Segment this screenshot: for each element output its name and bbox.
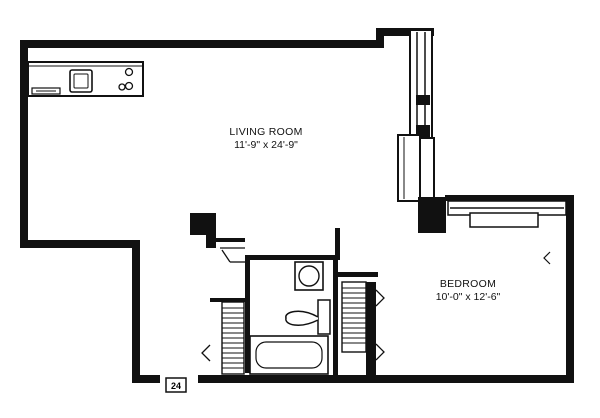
structural-column (418, 197, 446, 233)
washer-fixture (294, 261, 324, 291)
living-room-dimensions: 11'-9" x 24'-9" (234, 139, 298, 151)
bathtub-fixture (249, 335, 329, 375)
bedroom-label: BEDROOM (440, 278, 496, 290)
heater-enclosure (397, 134, 435, 202)
interior-walls (190, 213, 378, 375)
hall-door (220, 247, 245, 263)
right-closet (341, 281, 385, 376)
unit-number-tag: 24 (165, 377, 187, 393)
toilet-fixture (285, 299, 331, 335)
bedroom-window (447, 200, 567, 228)
bedroom-dimensions: 10'-0" x 12'-6" (436, 291, 501, 303)
living-room-window (409, 29, 433, 141)
living-room-label: LIVING ROOM (229, 126, 302, 138)
living-room-walls (20, 28, 574, 383)
bedroom-closet-door (543, 251, 551, 265)
kitchen-sink (69, 69, 93, 93)
stove-burners (118, 67, 134, 91)
left-closet (201, 301, 245, 375)
unit-number: 24 (171, 381, 181, 391)
